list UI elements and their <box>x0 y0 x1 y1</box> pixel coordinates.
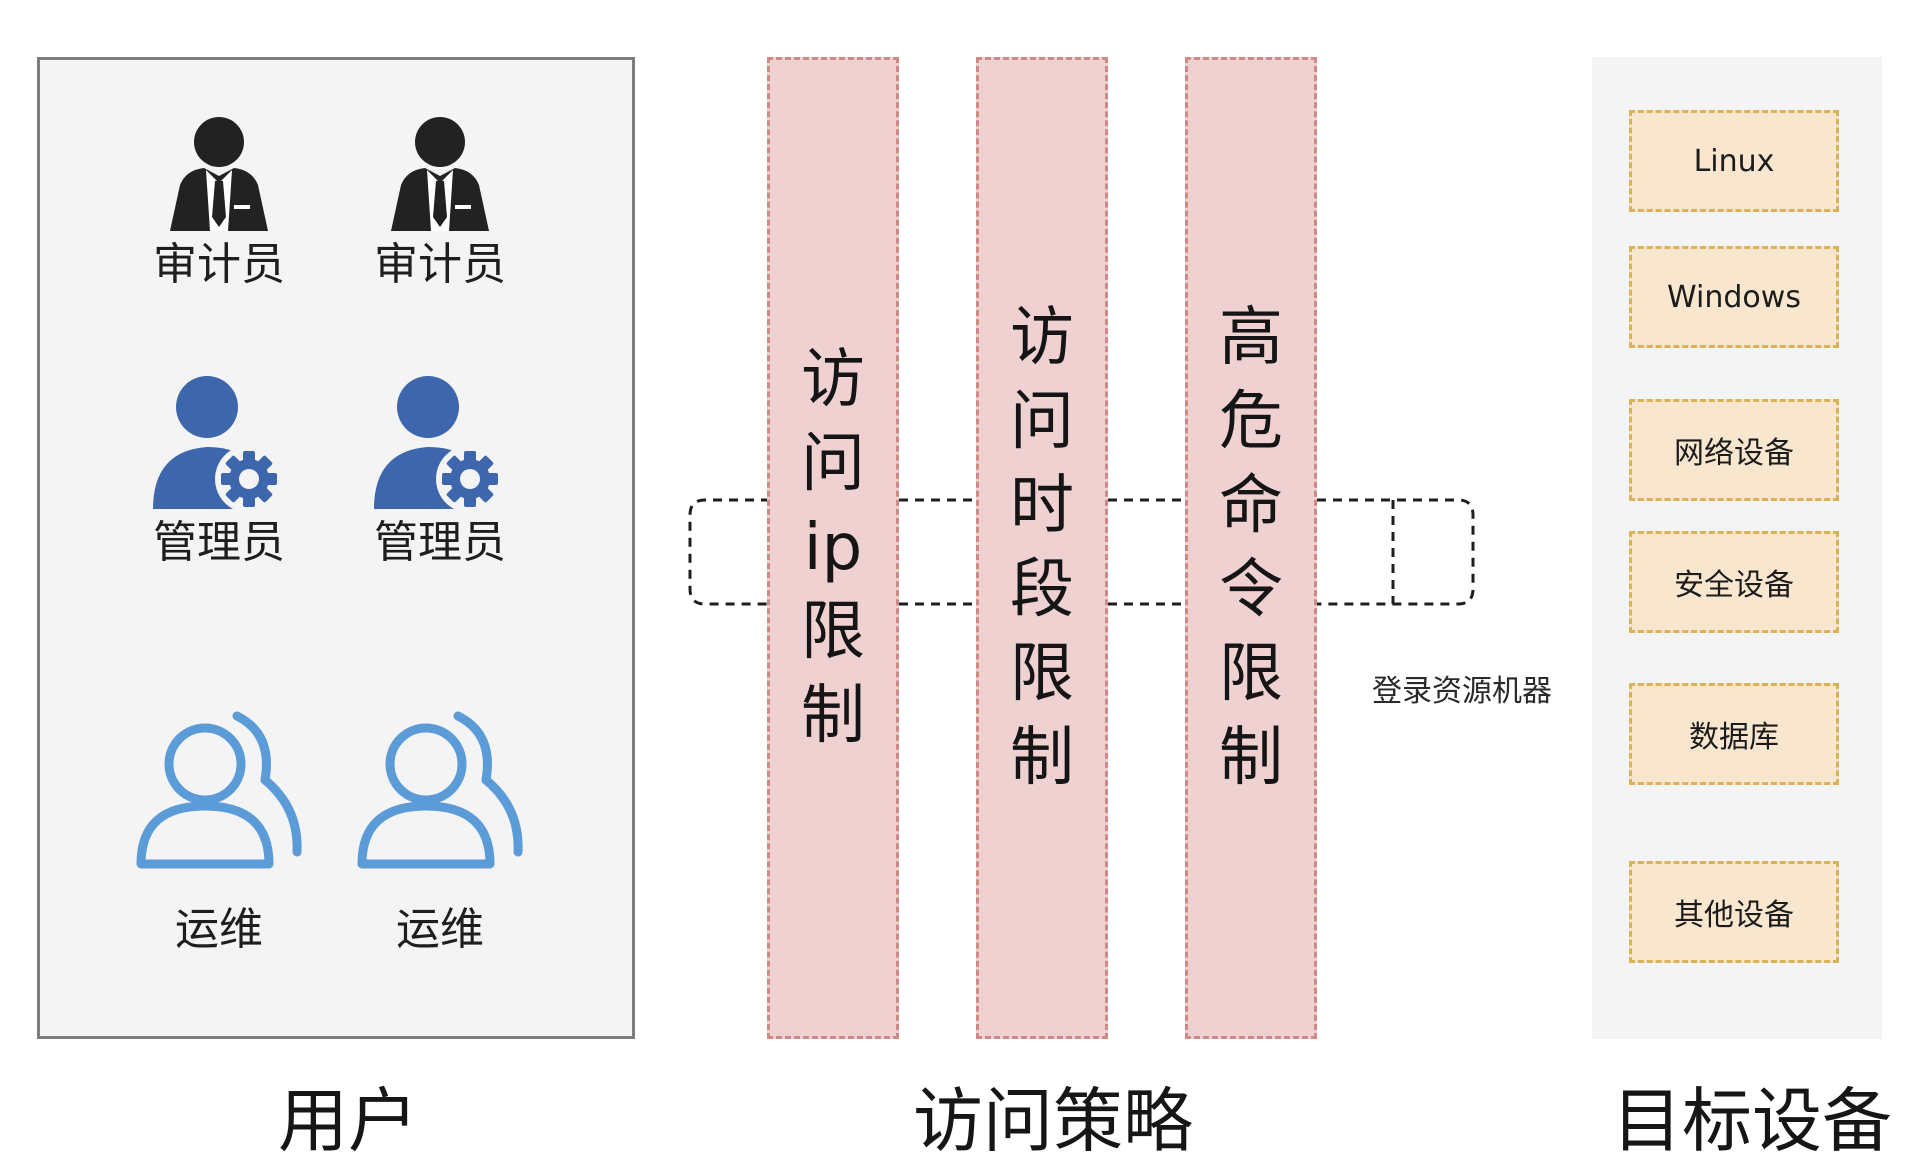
ops-group-icon <box>357 711 523 869</box>
policy-column-command: 高危命令限制 <box>1185 57 1317 1039</box>
users-panel: 审计员 审计员 管理员 <box>37 57 635 1039</box>
targets-section-title: 目标设备 <box>1612 1080 1892 1162</box>
policy-column-ip: 访问ip限制 <box>767 57 899 1039</box>
user-label: 审计员 <box>374 239 506 290</box>
policy-label: 访问ip限制 <box>801 343 865 753</box>
policy-label: 访问时段限制 <box>1010 301 1074 795</box>
user-label: 管理员 <box>153 517 285 568</box>
auditor-icon <box>170 117 268 231</box>
user-auditor: 审计员 <box>119 115 319 293</box>
device-linux: Linux <box>1629 110 1839 212</box>
user-admin: 管理员 <box>119 375 319 571</box>
admin-gear-icon <box>374 376 504 511</box>
user-admin: 管理员 <box>340 375 540 571</box>
device-other: 其他设备 <box>1629 861 1839 963</box>
users-section-title: 用户 <box>278 1080 418 1162</box>
user-label: 运维 <box>175 904 263 955</box>
user-auditor: 审计员 <box>340 115 540 293</box>
user-ops: 运维 <box>119 710 319 958</box>
user-label: 管理员 <box>374 517 506 568</box>
admin-gear-icon <box>153 376 283 511</box>
ops-group-icon <box>136 711 302 869</box>
user-label: 运维 <box>396 904 484 955</box>
user-label: 审计员 <box>153 239 285 290</box>
login-resource-label: 登录资源机器 <box>1372 674 1552 709</box>
device-network: 网络设备 <box>1629 399 1839 501</box>
policies-section-title: 访问策略 <box>913 1080 1193 1162</box>
policy-column-time: 访问时段限制 <box>976 57 1108 1039</box>
target-devices-panel: Linux Windows 网络设备 安全设备 数据库 其他设备 <box>1592 57 1882 1039</box>
device-security: 安全设备 <box>1629 531 1839 633</box>
auditor-icon <box>391 117 489 231</box>
user-ops: 运维 <box>340 710 540 958</box>
policy-label: 高危命令限制 <box>1219 301 1283 795</box>
device-windows: Windows <box>1629 246 1839 348</box>
device-database: 数据库 <box>1629 683 1839 785</box>
